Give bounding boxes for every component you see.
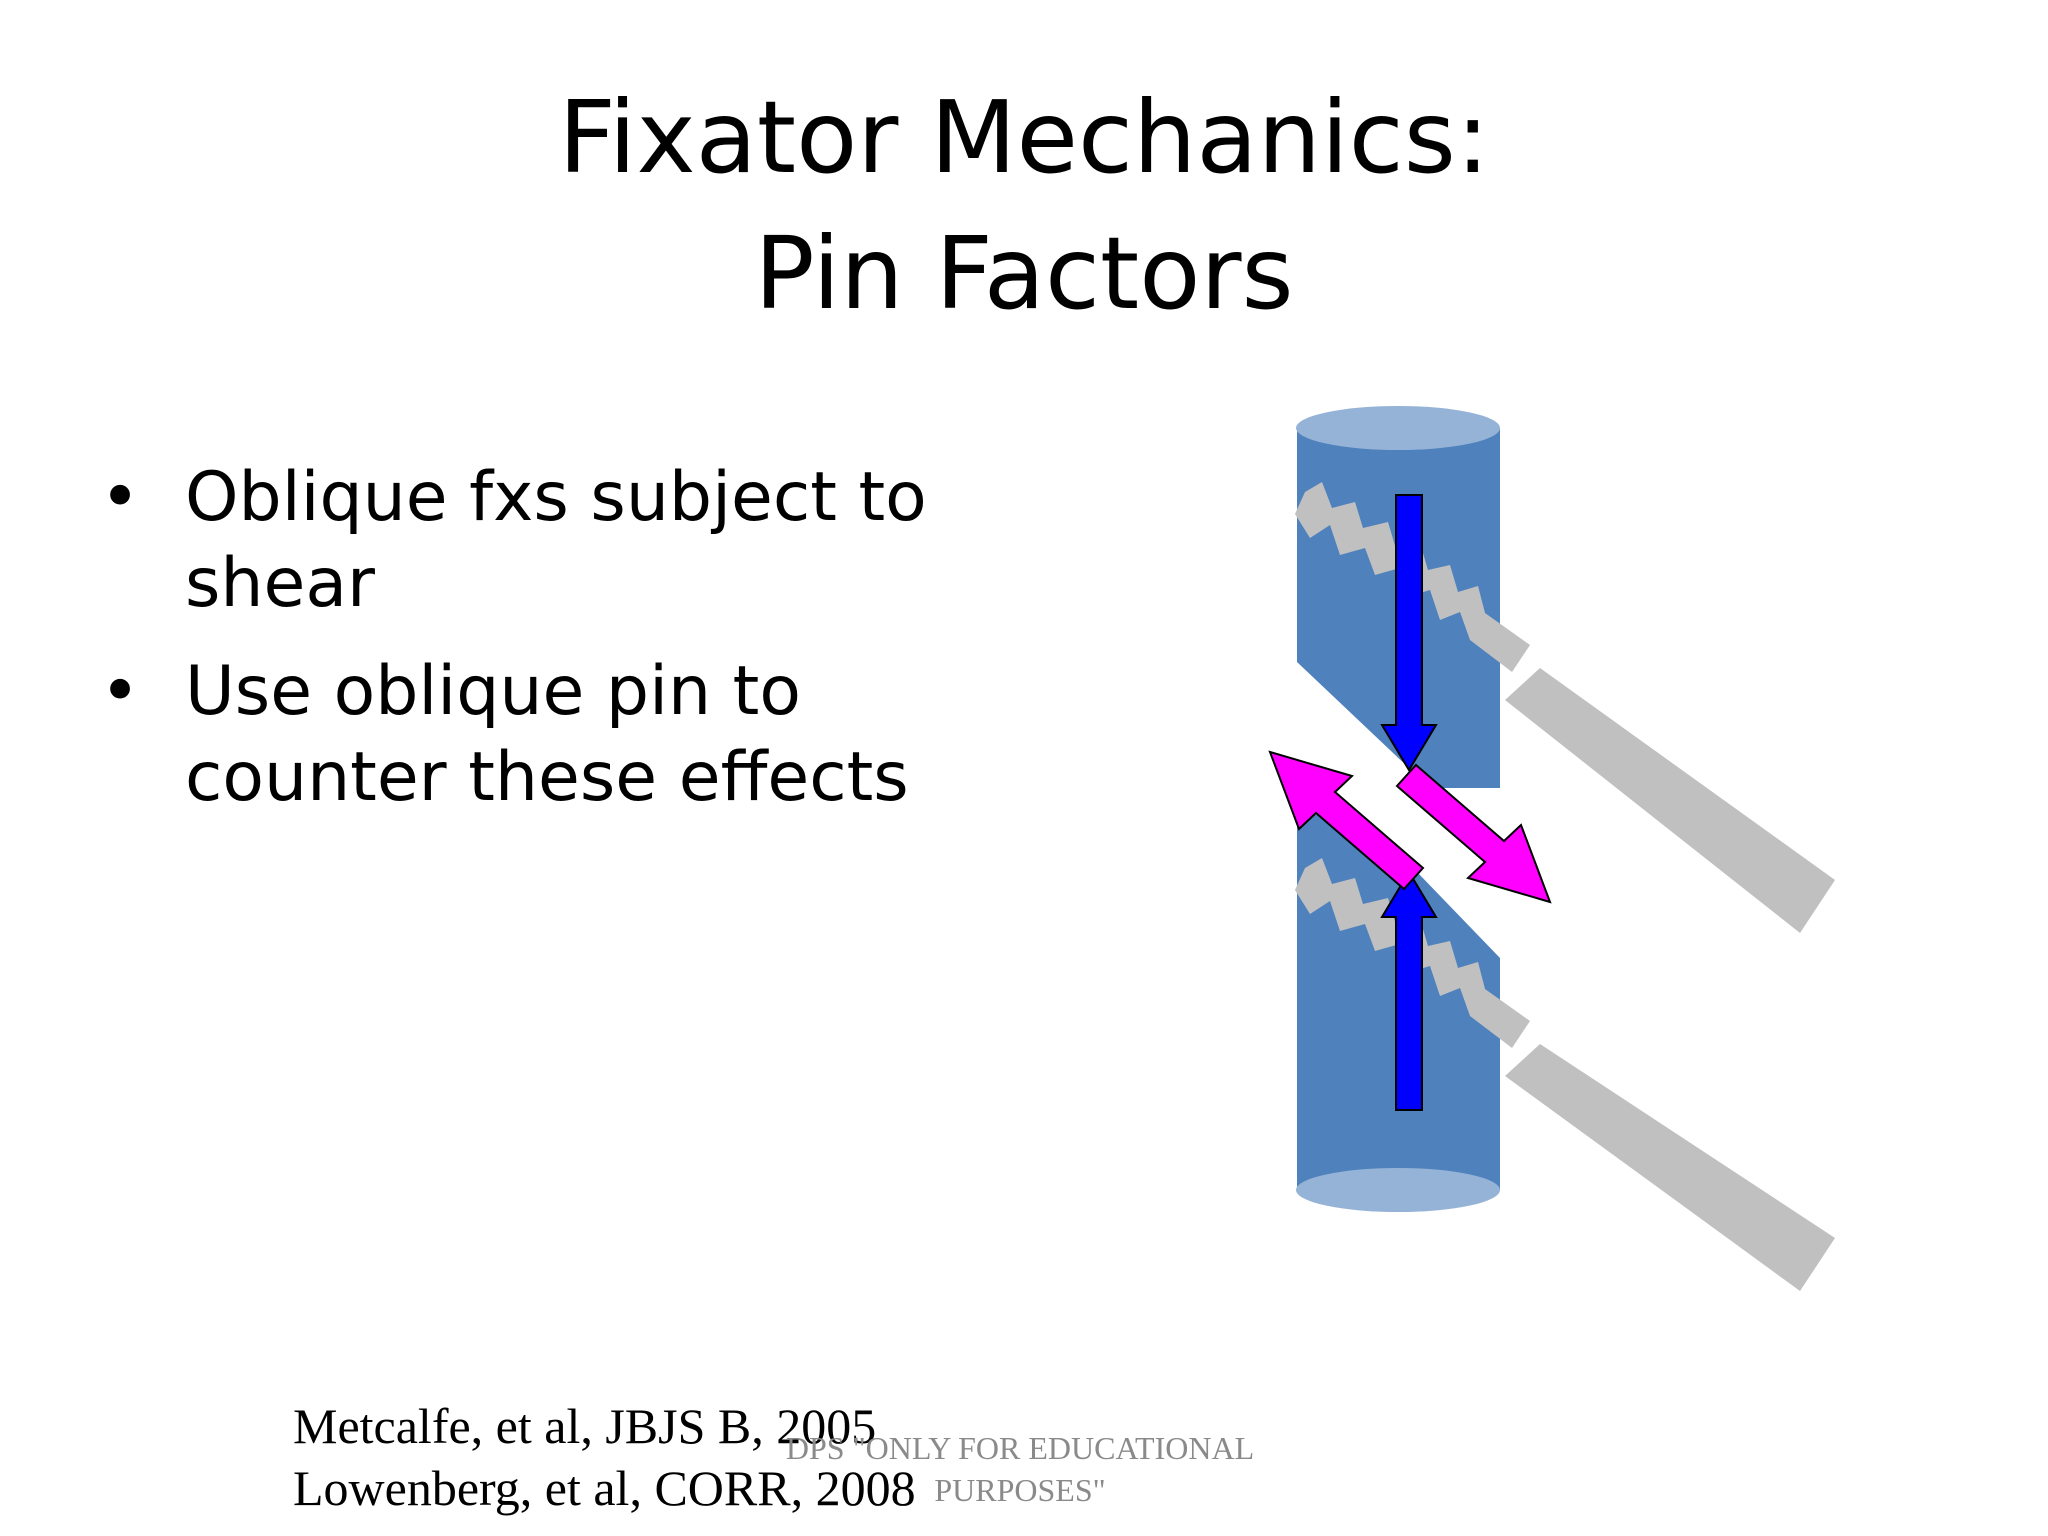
slide-title: Fixator Mechanics: Pin Factors	[0, 70, 2048, 342]
shear-arrow-upper-left-icon	[1268, 750, 1425, 891]
reference-line: Lowenberg, et al, CORR, 2008	[293, 1460, 916, 1516]
bullet-item: • Use oblique pin to counter these effec…	[100, 649, 980, 821]
reference-line: Metcalfe, et al, JBJS B, 2005	[293, 1398, 877, 1454]
title-line-1: Fixator Mechanics:	[558, 79, 1490, 196]
bone-top-cap	[1296, 406, 1500, 450]
references: Metcalfe, et al, JBJS B, 2005 Lowenberg,…	[293, 1395, 916, 1519]
bullet-dot: •	[100, 458, 141, 537]
pin-smooth-shaft	[1505, 668, 1835, 933]
compression-arrow-down-icon	[1380, 494, 1438, 772]
bone-bottom-cap	[1296, 1168, 1500, 1212]
bullet-text: Use oblique pin to counter these effects	[185, 652, 909, 817]
bullet-list: • Oblique fxs subject to shear • Use obl…	[100, 455, 980, 843]
pin-smooth-shaft	[1505, 1044, 1835, 1291]
title-line-2: Pin Factors	[754, 215, 1294, 332]
watermark-line-2: PURPOSES"	[934, 1472, 1106, 1508]
bullet-item: • Oblique fxs subject to shear	[100, 455, 980, 627]
compression-arrow-up-icon	[1380, 870, 1438, 1111]
bullet-dot: •	[100, 652, 141, 731]
shear-arrow-lower-right-icon	[1395, 763, 1552, 904]
watermark: DPS "ONLY FOR EDUCATIONAL PURPOSES"	[770, 1427, 1270, 1511]
bullet-text: Oblique fxs subject to shear	[185, 458, 927, 623]
watermark-line-1: DPS "ONLY FOR EDUCATIONAL	[785, 1430, 1255, 1466]
